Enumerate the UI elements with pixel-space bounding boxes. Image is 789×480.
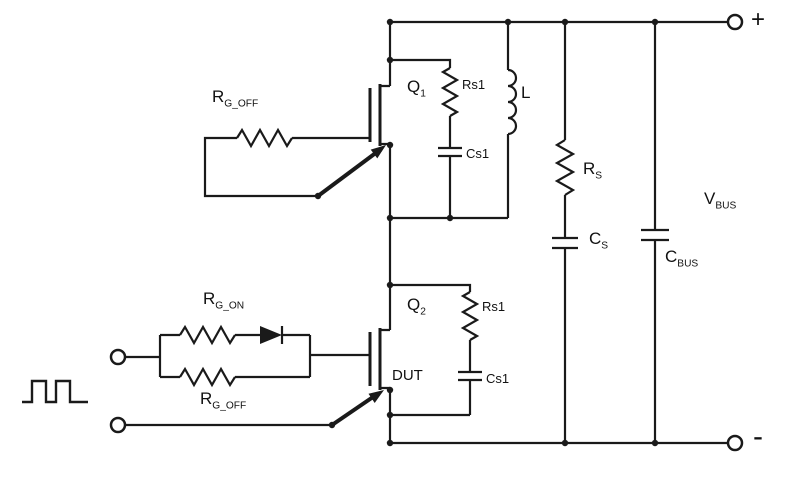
snubber-q1-wires xyxy=(390,58,452,218)
junction-dot xyxy=(446,214,454,222)
label-rs1-q2: Rs1 xyxy=(482,299,506,314)
q1-source-arrow xyxy=(316,150,379,198)
capacitor-cs1-q2 xyxy=(458,370,482,382)
junction-dot xyxy=(561,18,569,26)
label-cs1-q1: Cs1 xyxy=(466,146,490,161)
q1-gate-wires xyxy=(203,136,370,198)
label-vbus: VBUS xyxy=(704,190,736,212)
q2-source-arrowhead xyxy=(368,390,384,403)
label-main: C xyxy=(589,229,602,248)
rs-cs-branch xyxy=(552,22,578,443)
label-sub: G_ON xyxy=(215,300,245,312)
label-cs1-q2: Cs1 xyxy=(486,371,510,386)
label-sub: BUS xyxy=(715,200,737,212)
label-main: C xyxy=(665,247,678,266)
label-inductor: L xyxy=(521,83,531,102)
gate-input-terminal xyxy=(109,348,127,366)
label-sub: S xyxy=(595,170,603,182)
junction-dot xyxy=(314,192,322,200)
junction-dot xyxy=(504,18,512,26)
resistor-rg-on xyxy=(179,324,236,346)
label-sub: BUS xyxy=(677,258,699,270)
resistor-rg-off-q2 xyxy=(179,366,236,388)
gate-loop-q1 xyxy=(203,127,370,198)
resistor-rg-off-q1 xyxy=(236,127,293,149)
diode-triangle xyxy=(260,326,282,344)
label-main: Q xyxy=(407,295,421,314)
mosfet-q1 xyxy=(316,84,390,198)
junction-dot xyxy=(651,18,659,26)
inductor-coil xyxy=(507,68,518,136)
resistor-rs1-q2 xyxy=(460,291,480,341)
junction-dot xyxy=(386,439,394,447)
resistor-rs xyxy=(554,139,576,196)
label-rg-on: RG_ON xyxy=(203,290,244,312)
label-sub: G_OFF xyxy=(224,98,259,110)
source-input-terminal xyxy=(109,416,127,434)
label-sub: 1 xyxy=(420,88,426,100)
label-sub: 2 xyxy=(420,306,426,318)
junction-dot xyxy=(386,411,394,419)
label-main: R xyxy=(200,389,213,408)
resistor-rs1-q1 xyxy=(440,67,460,117)
q2-source-arrow xyxy=(330,395,375,427)
label-plus: + xyxy=(751,6,766,33)
junction-dot xyxy=(651,439,659,447)
mosfet-q2 xyxy=(330,328,390,427)
snubber-q1 xyxy=(390,58,462,218)
snubber-q2 xyxy=(390,283,482,417)
capacitor-cs1-q1 xyxy=(438,146,462,158)
capacitor-cs xyxy=(552,236,578,250)
label-dut: DUT xyxy=(392,367,423,384)
snubber-q2-wires xyxy=(390,283,472,417)
label-sub: S xyxy=(601,240,609,252)
capacitor-cbus xyxy=(641,228,669,242)
dc-bus xyxy=(388,20,728,445)
label-q2: Q2 xyxy=(407,296,426,318)
junction-dot xyxy=(386,386,394,394)
junction-dot xyxy=(386,281,394,289)
label-rs: RS xyxy=(583,160,602,182)
label-main: V xyxy=(704,189,716,208)
junction-dot xyxy=(386,141,394,149)
label-q1: Q1 xyxy=(407,78,426,100)
gate-network-q2 xyxy=(109,324,370,434)
label-rs1-q1: Rs1 xyxy=(462,77,486,92)
label-cbus: CBUS xyxy=(665,248,698,270)
cbus-branch xyxy=(641,22,669,443)
label-main: R xyxy=(203,289,216,308)
label-sub: G_OFF xyxy=(212,400,247,412)
label-rg-off-q2: RG_OFF xyxy=(200,390,246,412)
junction-dot xyxy=(328,421,336,429)
label-cs: CS xyxy=(589,230,608,252)
gate-network-wires xyxy=(125,333,370,427)
pulse-waveform-icon xyxy=(22,379,88,404)
junction-dot xyxy=(386,56,394,64)
label-main: R xyxy=(212,87,225,106)
label-main: Q xyxy=(407,77,421,96)
positive-terminal xyxy=(726,13,744,31)
junction-dot xyxy=(386,18,394,26)
inductor-branch xyxy=(390,22,518,220)
junction-dot xyxy=(561,439,569,447)
q1-source-arrowhead xyxy=(370,145,386,159)
label-rg-off-q1: RG_OFF xyxy=(212,88,258,110)
junction-dots xyxy=(314,18,659,447)
junction-dot xyxy=(386,214,394,222)
label-minus: - xyxy=(753,420,763,453)
negative-terminal xyxy=(726,434,744,452)
label-main: R xyxy=(583,159,596,178)
